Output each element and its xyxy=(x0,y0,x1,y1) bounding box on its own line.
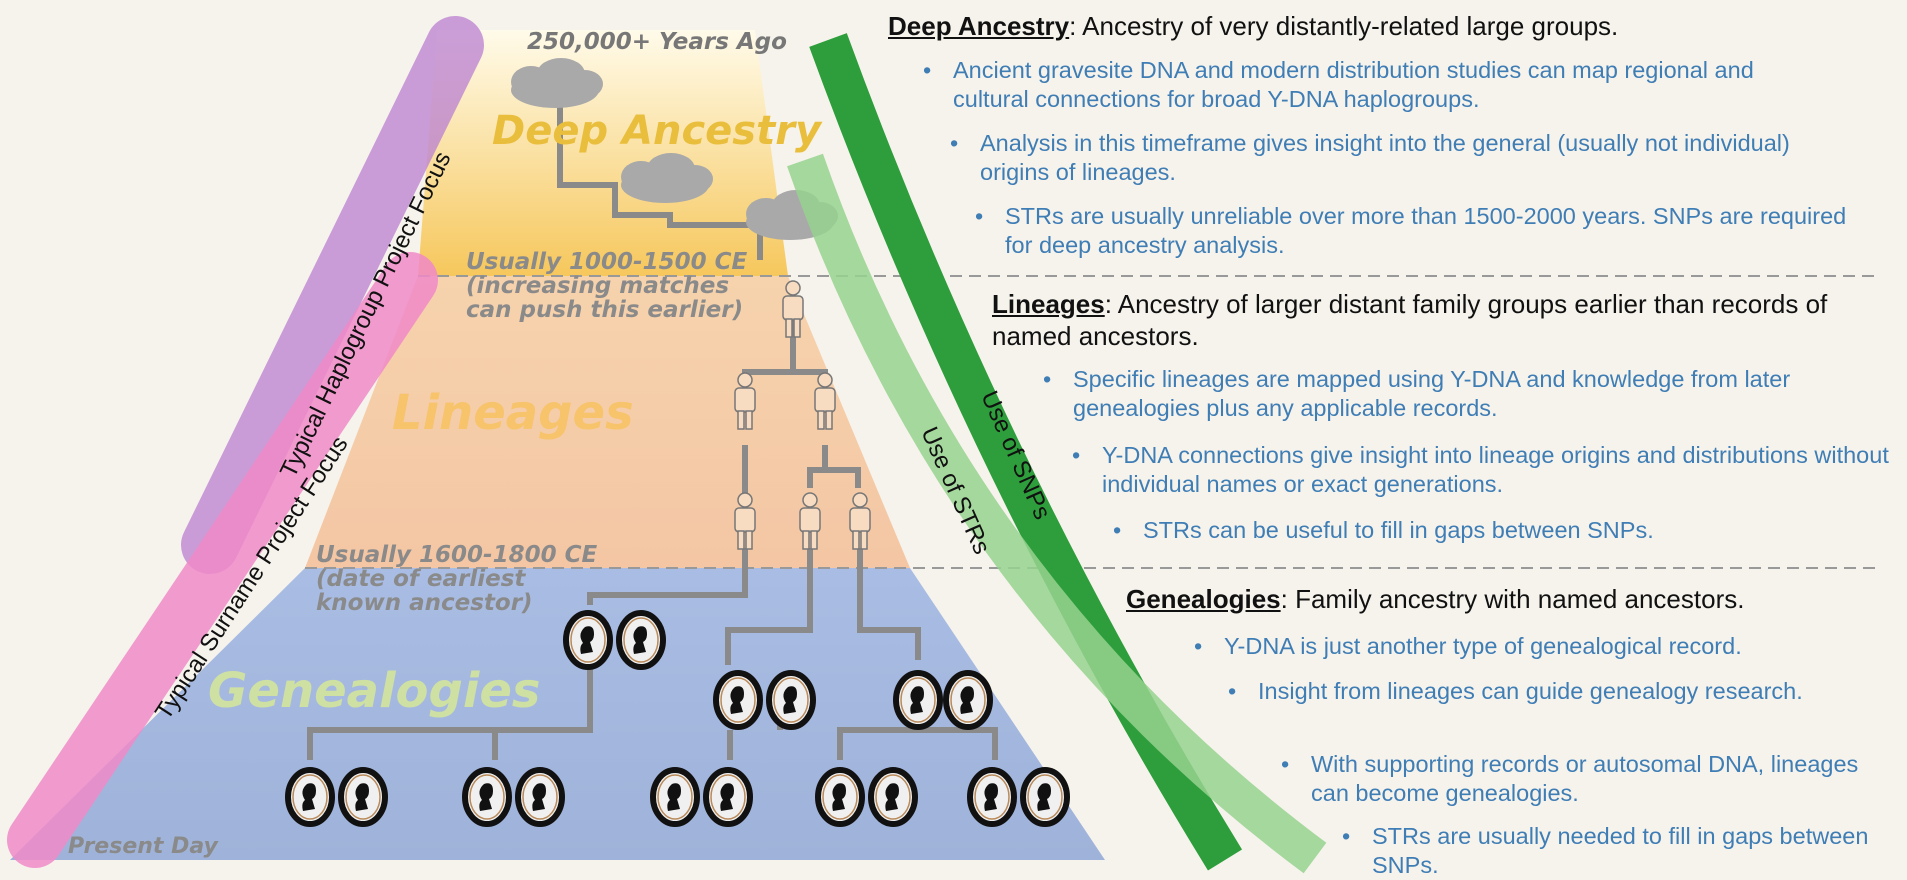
era-top-label: 250,000+ Years Ago xyxy=(527,30,787,54)
zone-label-deep: Deep Ancestry xyxy=(492,108,821,154)
genealogies-bullet-2: Insight from lineages can guide genealog… xyxy=(1258,677,1818,706)
lineages-bullet-3: STRs can be useful to fill in gaps betwe… xyxy=(1143,516,1883,545)
genealogies-bullet-4: STRs are usually needed to fill in gaps … xyxy=(1372,822,1872,880)
era-deep-boundary-label: Usually 1000-1500 CE (increasing matches… xyxy=(466,250,747,322)
lineages-heading: Lineages: Ancestry of larger distant fam… xyxy=(992,288,1892,352)
deep-bullet-3: STRs are usually unreliable over more th… xyxy=(1005,202,1865,260)
lineages-bullet-2: Y-DNA connections give insight into line… xyxy=(1102,441,1892,499)
era-bottom-label: Present Day xyxy=(68,835,218,859)
deep-ancestry-title: Deep Ancestry xyxy=(888,11,1069,41)
deep-bullet-2: Analysis in this timeframe gives insight… xyxy=(980,129,1860,187)
genealogies-title: Genealogies xyxy=(1126,584,1281,614)
deep-bullet-1: Ancient gravesite DNA and modern distrib… xyxy=(953,56,1833,114)
genealogies-bullet-3: With supporting records or autosomal DNA… xyxy=(1311,750,1891,808)
genealogies-heading: Genealogies: Family ancestry with named … xyxy=(1126,583,1744,615)
lineages-title: Lineages xyxy=(992,289,1105,319)
genealogies-bullet-1: Y-DNA is just another type of genealogic… xyxy=(1224,632,1884,661)
lineages-bullet-1: Specific lineages are mapped using Y-DNA… xyxy=(1073,365,1898,423)
zone-label-genealogies: Genealogies xyxy=(208,663,540,719)
zone-label-lineages: Lineages xyxy=(392,385,634,441)
deep-ancestry-heading: Deep Ancestry: Ancestry of very distantl… xyxy=(888,10,1618,42)
era-lineage-boundary-label: Usually 1600-1800 CE (date of earliest k… xyxy=(316,543,597,615)
